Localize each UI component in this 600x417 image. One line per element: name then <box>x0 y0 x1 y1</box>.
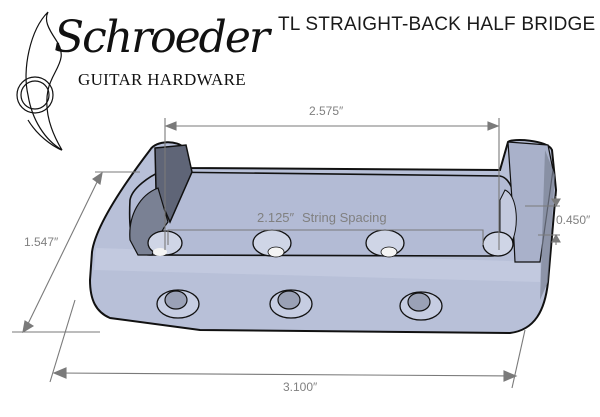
string-hole <box>252 229 292 258</box>
brand-script-logo: Schroeder <box>54 12 270 63</box>
dimension-overall-width: 3.100″ <box>283 380 318 394</box>
mounting-hole <box>269 289 313 319</box>
dimension-string-spacing-value: 2.125″ <box>257 210 295 225</box>
bridge-part-drawing <box>88 139 558 335</box>
dimension-depth: 1.547″ <box>24 235 59 249</box>
string-hole <box>482 231 514 257</box>
page-title: TL STRAIGHT-BACK HALF BRIDGE <box>278 14 596 35</box>
mounting-hole <box>399 291 443 321</box>
string-hole <box>365 229 405 258</box>
mounting-hole <box>156 289 200 319</box>
dimension-wall-height: 0.450″ <box>556 213 591 227</box>
dimension-string-spacing-label: String Spacing <box>302 210 387 225</box>
dimension-top-width: 2.575″ <box>309 104 344 118</box>
guitar-pickguard-swirl-icon <box>16 11 63 151</box>
dimension-lines <box>12 118 561 389</box>
brand-subtitle: GUITAR HARDWARE <box>78 70 246 89</box>
